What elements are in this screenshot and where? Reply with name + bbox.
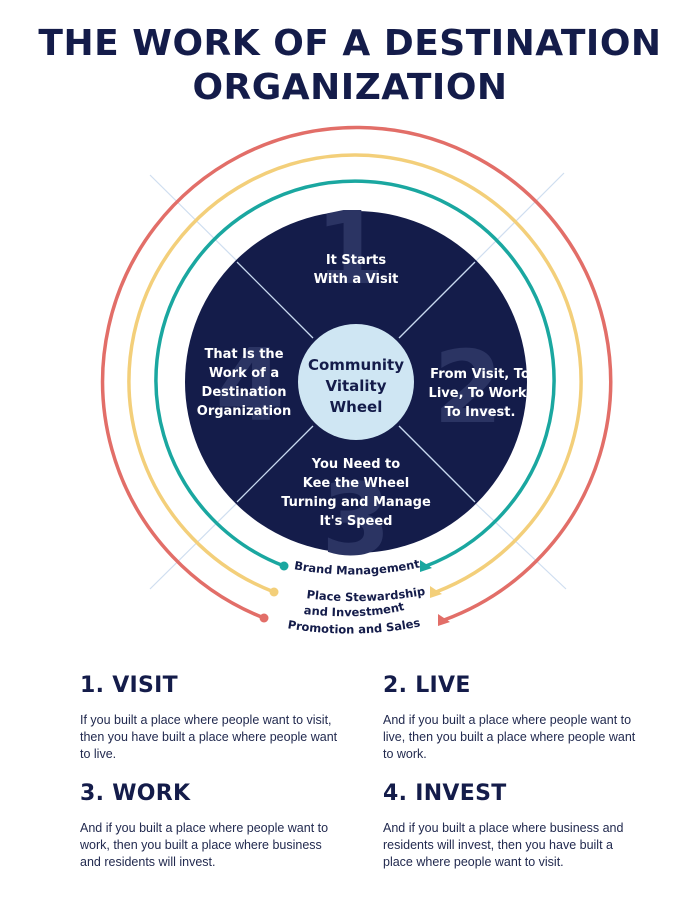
step-body: And if you built a place where people wa… [80,821,329,869]
title-line-1: THE WORK OF A DESTINATION [38,23,662,64]
ring-place-stewardship [127,153,583,594]
step-body: And if you built a place where people wa… [383,713,636,761]
segment-2-line-1: From Visit, To [430,367,530,382]
ring-arrow-promotion [438,614,450,626]
segment-2-line-3: To Invest. [445,405,516,420]
ring-dot-place [269,587,279,597]
diagonal-line-tl [149,174,239,263]
segment-3-line-4: It's Speed [320,514,393,529]
center-label-line-1: Community [308,356,404,374]
divider-tr [398,261,476,339]
segment-1-line-2: With a Visit [314,272,399,287]
step-card-visit: 1. VISIT If you built a place where peop… [80,672,342,763]
step-body: And if you built a place where business … [383,821,624,869]
segment-number-2: 2 [433,329,503,446]
divider-br [398,425,476,503]
title-line-2: ORGANIZATION [192,67,508,108]
step-heading: 3. WORK [80,781,191,806]
center-label-line-3: Wheel [330,398,383,416]
divider-bl [236,425,314,503]
wheel-center [298,324,414,440]
segment-3-line-2: Kee the Wheel [303,476,410,491]
segment-number-3: 3 [321,461,391,578]
step-body: If you built a place where people want t… [80,713,338,761]
center-label-line-2: Vitality [325,377,386,395]
segment-2-line-2: Live, To Work, [429,386,532,401]
diagonal-line-tr [473,172,565,264]
step-card-live: 2. LIVE And if you built a place where p… [383,672,645,763]
step-card-invest: 4. INVEST And if you built a place where… [383,780,645,871]
diagonal-line-bl [149,501,239,590]
segment-4-line-2: Work of a [209,366,279,381]
segment-4-line-1: That Is the [204,347,283,362]
community-vitality-wheel: 1 2 3 4 Community Vitality Wheel It Star… [100,125,613,637]
ring-arrow-brand [420,560,432,572]
step-heading: 1. VISIT [80,673,178,698]
ring-dot-promotion [259,613,269,623]
segment-4-line-4: Organization [197,404,291,419]
segment-4-line-3: Destination [202,385,287,400]
segment-number-4: 4 [215,327,285,444]
segment-number-1: 1 [315,190,385,307]
ring-brand-management [154,179,556,568]
step-heading: 4. INVEST [383,781,507,806]
ring-promotion-sales [100,125,613,622]
ring-dot-brand [279,561,289,571]
diagonal-line-br [473,501,567,590]
step-card-work: 3. WORK And if you built a place where p… [80,780,342,871]
segment-3-line-3: Turning and Manage [281,495,431,510]
segment-3-line-1: You Need to [311,457,400,472]
step-heading: 2. LIVE [383,673,471,698]
ring-arrow-place [430,586,442,598]
segment-1-line-1: It Starts [326,253,387,268]
divider-tl [236,261,314,339]
ring-label-place-line-1: Place Stewardship [306,584,426,604]
page-title: THE WORK OF A DESTINATION ORGANIZATION [0,22,700,110]
